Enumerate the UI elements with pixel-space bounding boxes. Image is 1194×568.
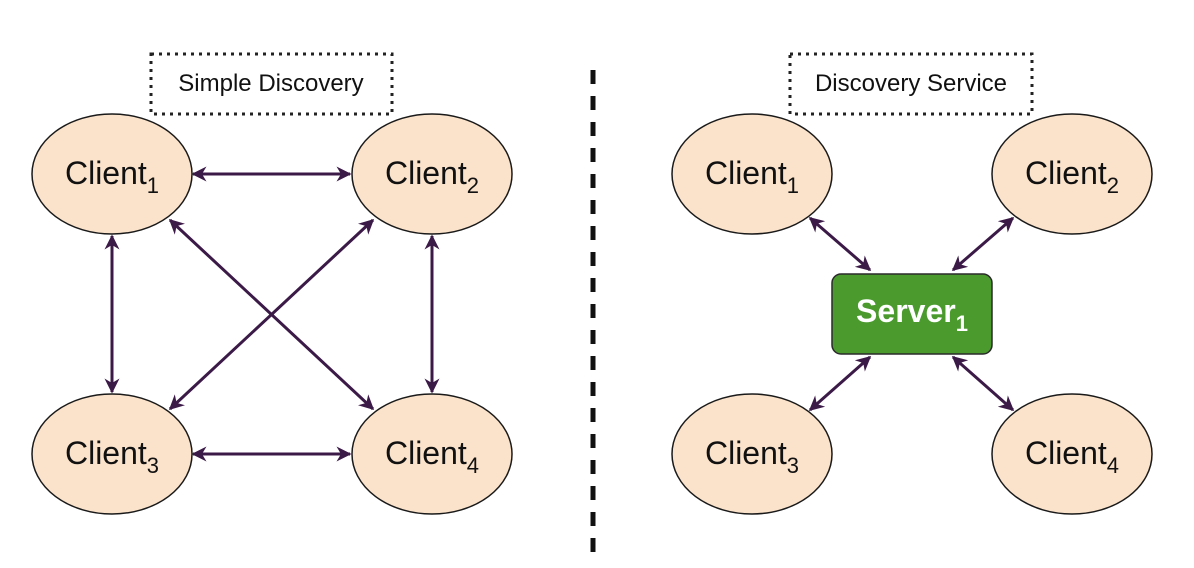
node-subscript: 3 — [787, 453, 799, 478]
svg-text:Client4: Client4 — [385, 435, 479, 478]
server-node-1: Server1 — [831, 273, 993, 355]
node-subscript: 2 — [1107, 173, 1119, 198]
server-label: Server — [856, 293, 956, 329]
node-label: Client — [1025, 435, 1107, 471]
simple-discovery-title-box — [149, 52, 394, 116]
server-subscript: 1 — [956, 311, 968, 336]
node-label: Client — [705, 435, 787, 471]
edge-client1-server — [808, 216, 872, 272]
node-label: Client — [385, 435, 467, 471]
discovery-service-title-box — [788, 52, 1034, 116]
node-subscript: 4 — [467, 453, 479, 478]
client-node-4: Client4 — [351, 393, 513, 515]
svg-text:Client2: Client2 — [1025, 155, 1119, 198]
client-node-3: Client3 — [31, 393, 193, 515]
edge-client2-client3 — [168, 218, 375, 411]
simple-discovery-panel: Simple Discovery Client1 Client2 Client3 — [31, 52, 513, 515]
discovery-service-title: Discovery Service — [815, 70, 1007, 97]
discovery-service-panel: Discovery Service Server1 Client1 Client… — [671, 52, 1153, 515]
node-subscript: 2 — [467, 173, 479, 198]
edge-client4-server — [951, 355, 1015, 412]
svg-text:Client1: Client1 — [65, 155, 159, 198]
svg-text:Client2: Client2 — [385, 155, 479, 198]
node-subscript: 3 — [147, 453, 159, 478]
node-label: Client — [65, 155, 147, 191]
svg-text:Client3: Client3 — [705, 435, 799, 478]
client-node-2: Client2 — [351, 113, 513, 235]
client-node-4: Client4 — [991, 393, 1153, 515]
client-node-3: Client3 — [671, 393, 833, 515]
client-node-2: Client2 — [991, 113, 1153, 235]
node-label: Client — [1025, 155, 1107, 191]
svg-text:Server1: Server1 — [856, 293, 968, 336]
node-subscript: 4 — [1107, 453, 1119, 478]
node-subscript: 1 — [787, 173, 799, 198]
node-label: Client — [385, 155, 467, 191]
edge-client3-server — [808, 355, 872, 412]
svg-text:Client4: Client4 — [1025, 435, 1119, 478]
svg-text:Client1: Client1 — [705, 155, 799, 198]
node-subscript: 1 — [147, 173, 159, 198]
client-node-1: Client1 — [31, 113, 193, 235]
node-label: Client — [705, 155, 787, 191]
client-node-1: Client1 — [671, 113, 833, 235]
node-label: Client — [65, 435, 147, 471]
simple-discovery-title: Simple Discovery — [178, 70, 363, 97]
svg-text:Client3: Client3 — [65, 435, 159, 478]
edge-client2-server — [951, 216, 1015, 272]
